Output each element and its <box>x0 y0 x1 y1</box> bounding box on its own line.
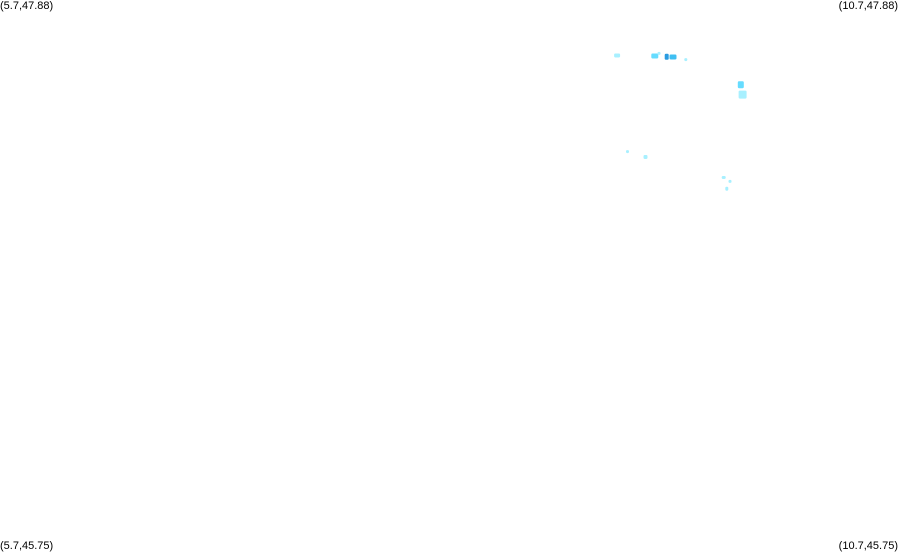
bottom-right-coordinate-label: (10.7,45.75) <box>838 540 898 552</box>
lake-shape <box>651 53 659 59</box>
lake-shape <box>626 150 629 154</box>
lake-shape <box>669 54 677 60</box>
top-left-coordinate-label: (5.7,47.88) <box>0 0 54 12</box>
lake-shape <box>643 155 648 159</box>
top-right-coordinate-label: (10.7,47.88) <box>838 0 898 12</box>
lake-shape <box>721 176 726 179</box>
lake-shape <box>684 58 688 62</box>
bottom-left-coordinate-label: (5.7,45.75) <box>0 540 54 552</box>
lake-shape <box>664 53 669 60</box>
lake-shape <box>725 186 729 191</box>
lake-shape <box>657 51 661 55</box>
lake-shape <box>738 90 747 99</box>
lake-shape <box>728 179 732 183</box>
lake-shape <box>737 81 744 89</box>
lake-shape <box>614 53 621 58</box>
